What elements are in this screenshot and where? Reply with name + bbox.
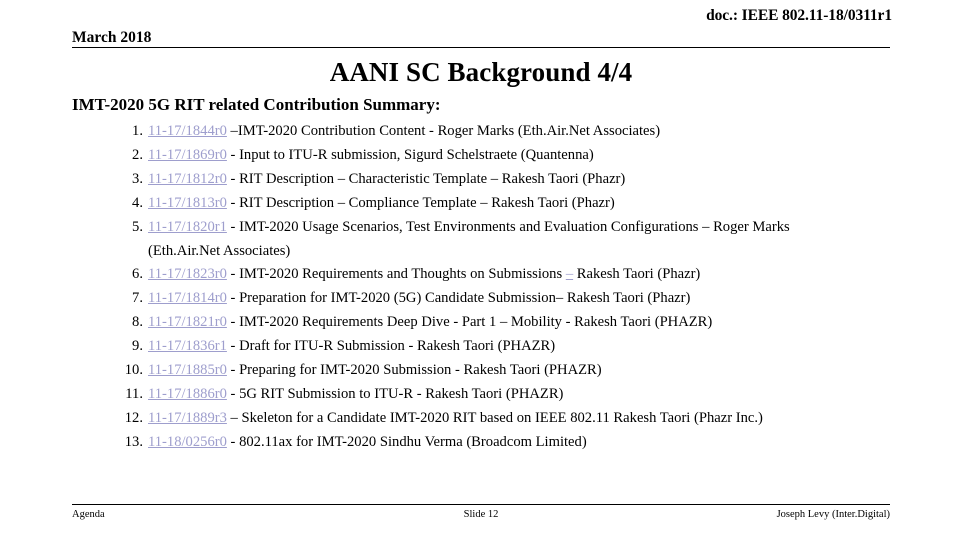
list-item-text: - Preparation for IMT-2020 (5G) Candidat… [226, 290, 691, 307]
document-link[interactable]: 11-17/1813r0 [148, 195, 227, 211]
list-item: 10. 11-17/1885r0 - Preparing for IMT-2020… [0, 359, 960, 383]
document-link[interactable]: 11-17/1836r1 [148, 338, 227, 355]
document-link-secondary[interactable]: – [565, 266, 574, 283]
document-link[interactable]: 11-18/0256r0 [148, 434, 227, 451]
list-item: 8. 11-17/1821r0 - IMT-2020 Requirements D… [0, 311, 960, 335]
document-link[interactable]: 11-17/1886r0 [148, 386, 227, 403]
list-item-number: 13. [124, 434, 143, 451]
document-link[interactable]: 11-17/1814r0 [148, 290, 227, 307]
header-divider [72, 47, 890, 48]
slide-footer: Agenda Slide 12 Joseph Levy (Inter.Digit… [72, 509, 890, 529]
list-item: 5. 11-17/1820r1 - IMT-2020 Usage Scenario… [0, 216, 960, 263]
list-item: 13. 11-18/0256r0 - 802.11ax for IMT-2020 … [0, 431, 960, 455]
list-item-number: 7. [132, 290, 143, 307]
list-item: 6. 11-17/1823r0 - IMT-2020 Requirements a… [0, 263, 960, 287]
list-item: 9. 11-17/1836r1 - Draft for ITU-R Submiss… [0, 335, 960, 359]
contribution-list: 1. 11-17/1844r0 –IMT-2020 Contribution Co… [0, 120, 960, 455]
document-reference: doc.: IEEE 802.11-18/0311r1 [706, 7, 892, 24]
document-link[interactable]: 11-17/1812r0 [148, 171, 227, 187]
list-item-text: - 5G RIT Submission to ITU-R - Rakesh Ta… [226, 386, 564, 403]
list-item-number: 9. [132, 338, 143, 355]
footer-author: Joseph Levy (Inter.Digital) [776, 509, 890, 520]
list-item: 4. 11-17/1813r0 - RIT Description – Compl… [0, 192, 960, 216]
document-link[interactable]: 11-17/1820r1 [148, 219, 227, 235]
list-item-number: 1. [132, 123, 143, 139]
page-title: AANI SC Background 4/4 [329, 57, 633, 87]
list-item-text: - Preparing for IMT-2020 Submission - Ra… [226, 362, 602, 379]
footer-divider [72, 504, 890, 505]
list-item-number: 10. [124, 362, 143, 379]
list-item-text: - IMT-2020 Requirements and Thoughts on … [226, 266, 566, 283]
list-item-text: - RIT Description – Characteristic Templ… [226, 171, 626, 187]
list-item-text: - IMT-2020 Usage Scenarios, Test Environ… [226, 219, 790, 235]
list-item-text: –IMT-2020 Contribution Content - Roger M… [226, 123, 661, 139]
list-item-number: 2. [132, 147, 143, 163]
list-item-number: 8. [132, 314, 143, 331]
footer-section-label: Agenda [72, 509, 105, 520]
list-item: 1. 11-17/1844r0 –IMT-2020 Contribution Co… [0, 120, 960, 144]
list-item-text: – Skeleton for a Candidate IMT-2020 RIT … [226, 410, 763, 427]
list-item-number: 5. [132, 219, 143, 235]
document-link[interactable]: 11-17/1889r3 [148, 410, 227, 427]
list-item-text: - Input to ITU-R submission, Sigurd Sche… [226, 147, 594, 163]
list-item-number: 6. [132, 266, 143, 283]
list-item-number: 12. [124, 410, 143, 427]
list-item: 11. 11-17/1886r0 - 5G RIT Submission to I… [0, 383, 960, 407]
document-link[interactable]: 11-17/1821r0 [148, 314, 227, 331]
list-item-number: 3. [132, 171, 143, 187]
list-item-number: 11. [125, 386, 143, 403]
document-link[interactable]: 11-17/1869r0 [148, 147, 227, 163]
list-item: 12. 11-17/1889r3 – Skeleton for a Candida… [0, 407, 960, 431]
list-item-text: - RIT Description – Compliance Template … [226, 195, 615, 211]
date-label: March 2018 [72, 29, 152, 46]
list-item-text: - 802.11ax for IMT-2020 Sindhu Verma (Br… [226, 434, 587, 451]
document-link[interactable]: 11-17/1823r0 [148, 266, 227, 283]
list-item-text: - Draft for ITU-R Submission - Rakesh Ta… [226, 338, 556, 355]
section-subtitle: IMT-2020 5G RIT related Contribution Sum… [72, 95, 441, 114]
list-item: 7. 11-17/1814r0 - Preparation for IMT-202… [0, 287, 960, 311]
list-item-continuation: (Eth.Air.Net Associates) [148, 242, 291, 259]
list-item-text-continued: Rakesh Taori (Phazr) [573, 266, 701, 283]
list-item: 2. 11-17/1869r0 - Input to ITU-R submissi… [0, 144, 960, 168]
document-link[interactable]: 11-17/1885r0 [148, 362, 227, 379]
footer-slide-number: Slide 12 [463, 509, 499, 520]
document-link[interactable]: 11-17/1844r0 [148, 123, 227, 139]
list-item-text: - IMT-2020 Requirements Deep Dive - Part… [226, 314, 713, 331]
list-item: 3. 11-17/1812r0 - RIT Description – Chara… [0, 168, 960, 192]
list-item-number: 4. [132, 195, 143, 211]
